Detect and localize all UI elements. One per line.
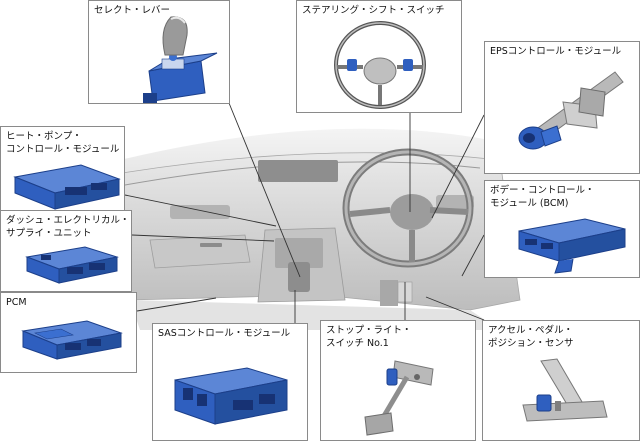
callout-pcm: PCM (0, 292, 137, 373)
eps-control-module-label: EPSコントロール・モジュール (490, 46, 622, 57)
leader-dash-supply (131, 234, 275, 242)
bcm-label: ボデー・コントロール・ モジュール (BCM) (490, 185, 595, 209)
callout-eps-control-module: EPSコントロール・モジュール (484, 41, 640, 174)
bcm-image (518, 218, 626, 274)
leader-select-lever (228, 102, 301, 278)
leader-heat-pump (124, 194, 277, 227)
callout-select-lever: セレクト・レバー (88, 0, 230, 104)
center-display (258, 160, 338, 182)
dash-supply-image (25, 246, 119, 284)
accel-pedal-sensor-label: アクセル・ペダル・ ポジション・センサ (488, 325, 574, 349)
sas-control-module-label: SASコントロール・モジュール (158, 328, 291, 339)
callout-steering-shift-switch: ステアリング・シフト・スイッチ (296, 0, 462, 113)
accel-pedal-image (522, 358, 608, 422)
heat-pump-image (13, 164, 121, 210)
sas-image (174, 367, 288, 425)
heat-pump-module-label: ヒート・ポンプ・ コントロール・モジュール (6, 131, 120, 155)
callout-bcm: ボデー・コントロール・ モジュール (BCM) (484, 180, 640, 278)
steering-switch-image (334, 21, 426, 109)
callout-accel-pedal-sensor: アクセル・ペダル・ ポジション・センサ (482, 320, 640, 441)
leader-accel-pedal (425, 296, 485, 321)
pcm-image (21, 320, 123, 360)
select-lever-image (143, 16, 218, 103)
dash-electrical-supply-label: ダッシュ・エレクトリカル・ サプライ・ユニット (6, 215, 130, 239)
callout-stop-light-switch: ストップ・ライト・ スイッチ No.1 (320, 320, 476, 441)
pcm-label: PCM (6, 297, 27, 308)
leader-pcm (136, 297, 217, 312)
stop-light-switch-label: ストップ・ライト・ スイッチ No.1 (326, 325, 412, 349)
steering-shift-switch-label: ステアリング・シフト・スイッチ (302, 5, 445, 16)
leader-eps (431, 114, 485, 219)
leader-bcm (461, 234, 485, 277)
callout-dash-electrical-supply: ダッシュ・エレクトリカル・ サプライ・ユニット (0, 210, 132, 292)
stop-light-image (364, 360, 434, 436)
callout-heat-pump-module: ヒート・ポンプ・ コントロール・モジュール (0, 126, 125, 213)
callout-sas-control-module: SASコントロール・モジュール (152, 323, 308, 441)
select-lever-label: セレクト・レバー (94, 5, 171, 16)
eps-image (518, 71, 624, 150)
